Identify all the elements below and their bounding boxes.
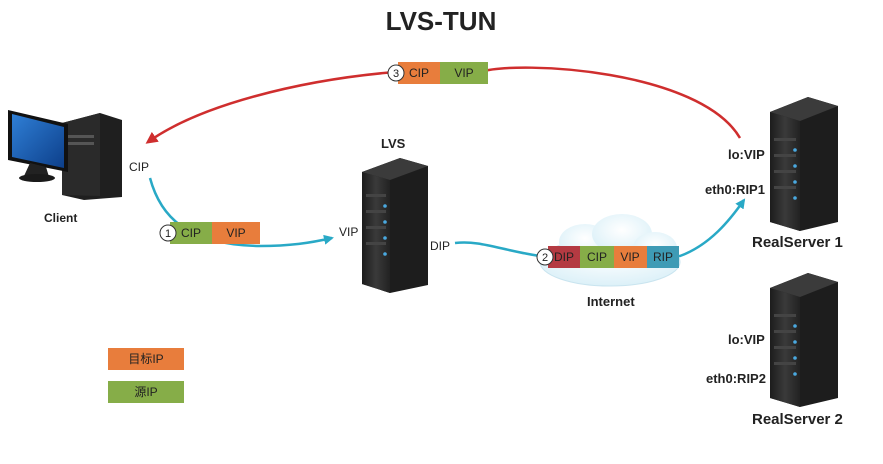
legend-src-swatch	[108, 381, 184, 403]
realserver1-name: RealServer 1	[752, 234, 843, 251]
packet-2-outer-dst: RIP	[653, 250, 673, 264]
packet-3-step-badge	[387, 64, 405, 82]
legend-dest-swatch	[108, 348, 184, 370]
packet-2: 2 DIP CIP VIP RIP	[536, 246, 679, 268]
realserver1-eth-label: eth0:RIP1	[705, 182, 765, 197]
packet-1: 1 CIP VIP	[159, 222, 260, 244]
realserver2-eth-label: eth0:RIP2	[706, 371, 766, 386]
client-name: Client	[44, 211, 77, 225]
legend-dest-label: 目标IP	[128, 352, 163, 366]
lvs-dip-label: DIP	[430, 239, 450, 253]
packet-3-dst: CIP	[409, 66, 429, 80]
client-cip-label: CIP	[129, 160, 149, 174]
packet-2-step-badge	[536, 248, 554, 266]
client-to-lvs-arrow	[148, 177, 334, 248]
legend: 目标IP 源IP	[108, 348, 184, 403]
lvs-name: LVS	[381, 136, 406, 151]
realserver2-icon	[770, 273, 838, 407]
packet-2-outer-dst-segment	[647, 246, 679, 268]
lvs-server-icon	[362, 158, 428, 293]
realserver2-lo-label: lo:VIP	[728, 332, 765, 347]
client-computer-icon	[8, 110, 122, 200]
packet-2-inner-src-segment	[580, 246, 614, 268]
packet-2-inner-src: CIP	[587, 250, 607, 264]
packet-1-step: 1	[165, 228, 171, 240]
packet-1-dst: VIP	[226, 226, 245, 240]
packet-2-inner-dst: VIP	[620, 250, 639, 264]
packet-2-inner-dst-segment	[614, 246, 647, 268]
legend-src-label: 源IP	[134, 385, 157, 399]
packet-1-dst-segment	[212, 222, 260, 244]
page-title: LVS-TUN	[386, 6, 497, 36]
realserver1-icon	[770, 97, 838, 231]
realserver2-name: RealServer 2	[752, 411, 843, 428]
packet-3-dst-segment	[398, 62, 440, 84]
packet-2-outer-src-segment	[548, 246, 580, 268]
packet-1-src-segment	[170, 222, 212, 244]
packet-3-step: 3	[393, 68, 399, 80]
packet-3: 3 CIP VIP	[387, 62, 488, 84]
packet-3-src: VIP	[454, 66, 473, 80]
packet-3-src-segment	[440, 62, 488, 84]
realserver1-lo-label: lo:VIP	[728, 147, 765, 162]
internet-label: Internet	[587, 294, 635, 309]
packet-1-step-badge	[159, 224, 177, 242]
packet-2-step: 2	[542, 252, 548, 264]
packet-2-outer-src: DIP	[554, 250, 574, 264]
lvs-vip-label: VIP	[339, 225, 358, 239]
packet-1-src: CIP	[181, 226, 201, 240]
